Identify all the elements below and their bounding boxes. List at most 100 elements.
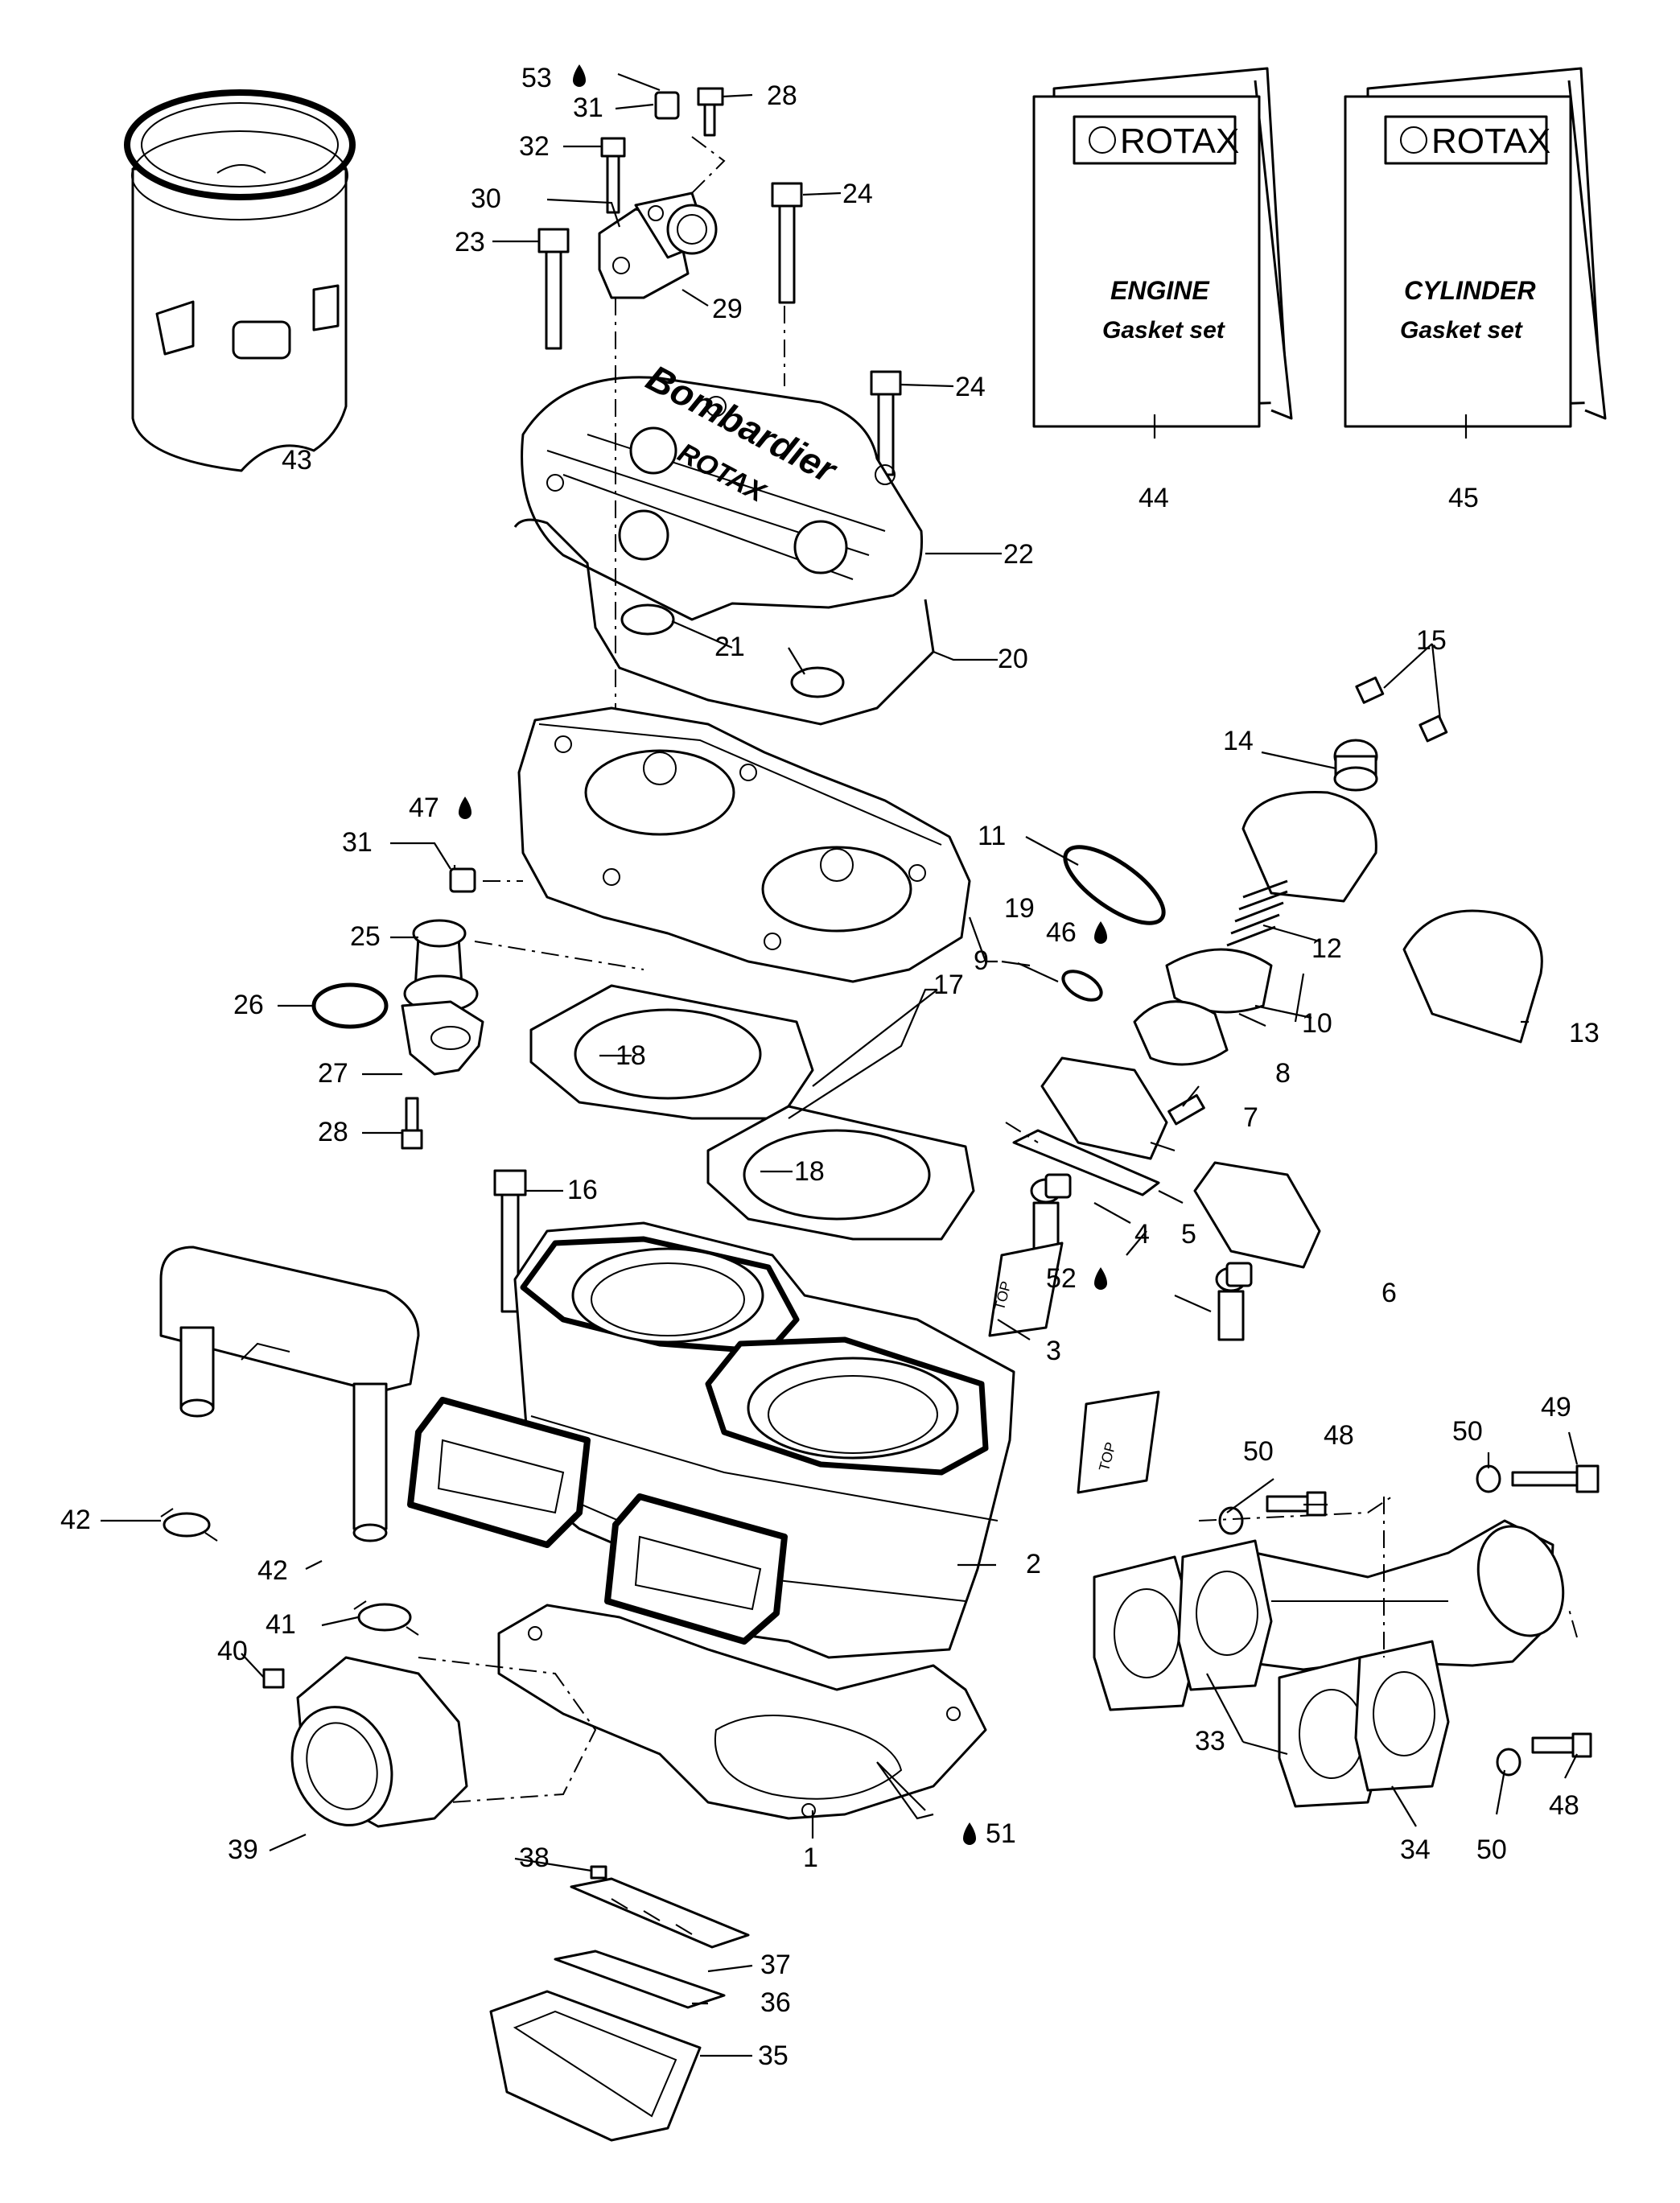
thermostat-cover: [401, 1000, 484, 1076]
callout-14: 14: [1223, 726, 1254, 756]
valve-cylinder-upper: [1040, 1056, 1168, 1160]
reed-stopper: [570, 1877, 750, 1949]
callout-3: 3: [1046, 1336, 1061, 1366]
callout-5: 5: [1181, 1219, 1196, 1250]
oil-drop-icon: [459, 797, 471, 819]
callout-30: 30: [471, 183, 501, 214]
valve-piston: [1133, 1000, 1229, 1066]
valve-spring: [1226, 879, 1288, 947]
valve-o-ring-small: [1061, 970, 1103, 1002]
callout-42b: 42: [60, 1505, 91, 1535]
callout-21: 21: [714, 632, 745, 662]
callout-36: 36: [760, 1987, 791, 2018]
leader-lines: [101, 72, 1579, 2057]
callout-50c: 50: [1476, 1834, 1507, 1865]
callout-44: 44: [1139, 483, 1169, 513]
callout-51: 51: [986, 1818, 1016, 1849]
valve-housing-cover: [1241, 791, 1377, 903]
callout-24a: 24: [842, 179, 873, 209]
callout-7: 7: [1243, 1102, 1258, 1133]
oil-drop-icon: [1094, 921, 1107, 944]
hose-clamp-left: [160, 1508, 218, 1542]
callout-40: 40: [217, 1636, 248, 1666]
valve-housing-o-ring: [1063, 845, 1166, 925]
oil-drop-icons: [459, 64, 1107, 1845]
reed-cage-flange-right: [604, 1493, 788, 1645]
callout-23: 23: [455, 227, 485, 257]
callout-46: 46: [1046, 917, 1077, 948]
hose-clamp-intake: [353, 1600, 419, 1636]
callout-31a: 31: [573, 93, 603, 123]
callout-32: 32: [519, 131, 550, 162]
callout-10: 10: [1302, 1008, 1332, 1039]
callout-1: 1: [803, 1843, 818, 1873]
valve-sleeves: [1044, 1173, 1253, 1287]
callout-49: 49: [1541, 1392, 1571, 1423]
thermostat: [403, 919, 479, 1013]
callout-28b: 28: [318, 1117, 348, 1147]
manual-2-title: CYLINDER: [1404, 276, 1536, 305]
callout-29: 29: [712, 294, 743, 324]
reed-valve-screw: [590, 1865, 607, 1880]
exhaust-valve-lower: TOP: [1077, 1266, 1247, 1494]
manual-2-logo: ROTAX: [1431, 121, 1550, 161]
oil-drop-icon: [963, 1822, 976, 1845]
valve-housing-base: [1402, 909, 1543, 1044]
callout-22: 22: [1003, 539, 1034, 570]
callout-15: 15: [1416, 625, 1447, 656]
valve-gasket: [1012, 1129, 1160, 1196]
exhaust-manifold: [1189, 1519, 1565, 1671]
callout-4: 4: [1134, 1219, 1150, 1250]
callout-25: 25: [350, 921, 381, 952]
cylinder-gasket-set-manual: ROTAX CYLINDER Gasket set: [1344, 67, 1607, 428]
valve-cylinder-lower: [1193, 1161, 1321, 1269]
callout-11: 11: [978, 821, 1006, 851]
head-set-screw: [449, 867, 476, 893]
manual-1-logo: ROTAX: [1120, 121, 1239, 161]
assembly-center-lines: [474, 136, 1578, 1657]
callout-27: 27: [318, 1058, 348, 1089]
coolant-manifold: [159, 1246, 420, 1542]
cover-o-rings: [620, 603, 845, 698]
intake-sleeve: [290, 1656, 597, 1828]
manual-2-subtitle: Gasket set: [1400, 317, 1524, 344]
callout-28a: 28: [767, 80, 797, 111]
callout-53: 53: [521, 63, 552, 93]
callout-52: 52: [1046, 1263, 1077, 1294]
callout-35: 35: [758, 2040, 789, 2071]
cylinder-head-cover: Bombardier ROTAX: [521, 356, 924, 621]
cylinder-sleeve: [124, 89, 356, 472]
reed-cage-flange-left: [407, 1397, 591, 1548]
engine-gasket-set-manual: ROTAX ENGINE Gasket set: [1032, 67, 1293, 428]
callout-18b: 18: [794, 1156, 825, 1187]
callout-labels: 1 2 3 4 5 6 7 8 9 10 11 12 13 14 15 16 1…: [60, 63, 1600, 2071]
callout-6: 6: [1381, 1278, 1397, 1308]
callout-47: 47: [409, 793, 439, 823]
head-gasket-lower: [706, 1105, 975, 1241]
cylinder-head: [517, 706, 971, 983]
callout-26: 26: [233, 990, 264, 1020]
callout-12: 12: [1311, 933, 1342, 964]
intake-sleeve-screw: [262, 1668, 285, 1689]
oil-drop-icon: [1094, 1267, 1107, 1290]
callout-33: 33: [1195, 1726, 1225, 1756]
water-outlet-elbow: [598, 191, 718, 299]
valve-adjustment-cap: [1333, 739, 1378, 792]
thermostat-cover-screw: [401, 1097, 423, 1150]
callout-24b: 24: [955, 372, 986, 402]
callout-16: 16: [567, 1175, 598, 1205]
callout-38: 38: [519, 1843, 550, 1873]
oil-drop-icon: [573, 64, 586, 87]
valve-screws: [1355, 676, 1448, 743]
callout-19: 19: [1004, 893, 1035, 924]
callout-39: 39: [228, 1834, 258, 1865]
callout-48b: 48: [1549, 1790, 1579, 1821]
manual-1-title: ENGINE: [1110, 276, 1210, 305]
callout-37: 37: [760, 1950, 791, 1980]
callout-2: 2: [1026, 1549, 1041, 1579]
exhaust-valve-upper: TOP: [988, 1178, 1064, 1337]
callout-48a: 48: [1324, 1420, 1354, 1451]
valve-cylinder-screw: [1167, 1093, 1205, 1126]
top-fasteners: [537, 87, 902, 476]
